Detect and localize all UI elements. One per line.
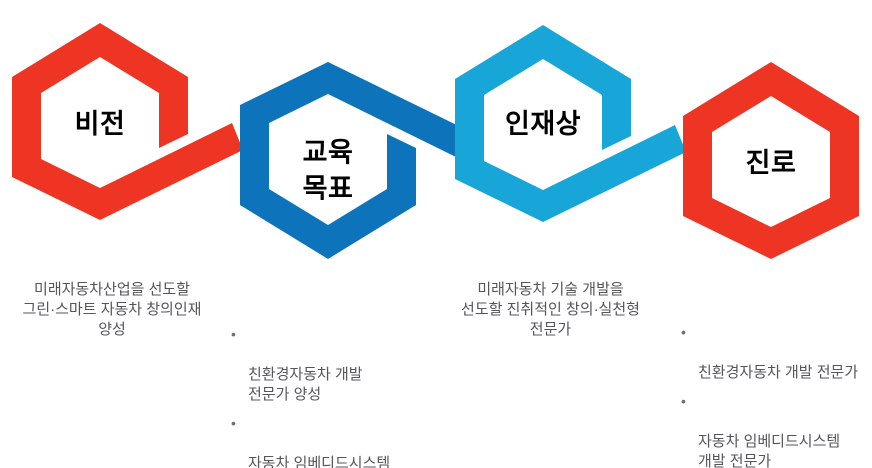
education-goals-label: 교육 목표 <box>302 137 354 204</box>
hexagon-ring-swoosh <box>455 25 686 222</box>
vision-hexagon-shape <box>12 23 243 220</box>
hexagon-ring <box>683 62 859 259</box>
list-item-text: 자동차 임베디드시스템 개발 전문가 양성 <box>248 455 391 468</box>
list-item: • 자동차 임베디드시스템 개발 전문가 <box>680 392 872 468</box>
list-item-text: 친환경자동차 개발 전문가 양성 <box>248 366 363 403</box>
talent-profile-description: 미래자동차 기술 개발을 선도할 진취적인 창의·실천형 전문가 <box>461 281 640 338</box>
career-hexagon-shape <box>683 62 859 259</box>
bullet-icon: • <box>231 415 236 431</box>
list-item: • 친환경자동차 개발 전문가 <box>680 323 872 383</box>
vision-description: 미래자동차산업을 선도할 그린·스마트 자동차 창의인재 양성 <box>22 281 202 338</box>
career-label: 진로 <box>745 147 797 178</box>
education-goals-hexagon-shape <box>240 62 471 259</box>
career-list: • 친환경자동차 개발 전문가 • 자동차 임베디드시스템 개발 전문가 • 자… <box>680 323 872 468</box>
list-item: • 자동차 임베디드시스템 개발 전문가 양성 <box>230 414 435 468</box>
list-item-text: 친환경자동차 개발 전문가 <box>698 364 859 381</box>
bullet-icon: • <box>681 324 686 340</box>
talent-profile-hexagon-shape <box>455 25 686 222</box>
list-item: • 친환경자동차 개발 전문가 양성 <box>230 325 435 405</box>
bullet-icon: • <box>231 326 236 342</box>
hexagon-ring-swoosh <box>240 62 471 259</box>
vision-label: 비전 <box>74 108 126 139</box>
list-item-text: 자동차 임베디드시스템 개발 전문가 <box>698 433 841 468</box>
hexagon-ring-swoosh <box>12 23 243 220</box>
talent-profile-label: 인재상 <box>504 108 582 139</box>
bullet-icon: • <box>681 393 686 409</box>
education-goals-list: • 친환경자동차 개발 전문가 양성 • 자동차 임베디드시스템 개발 전문가 … <box>230 325 435 468</box>
